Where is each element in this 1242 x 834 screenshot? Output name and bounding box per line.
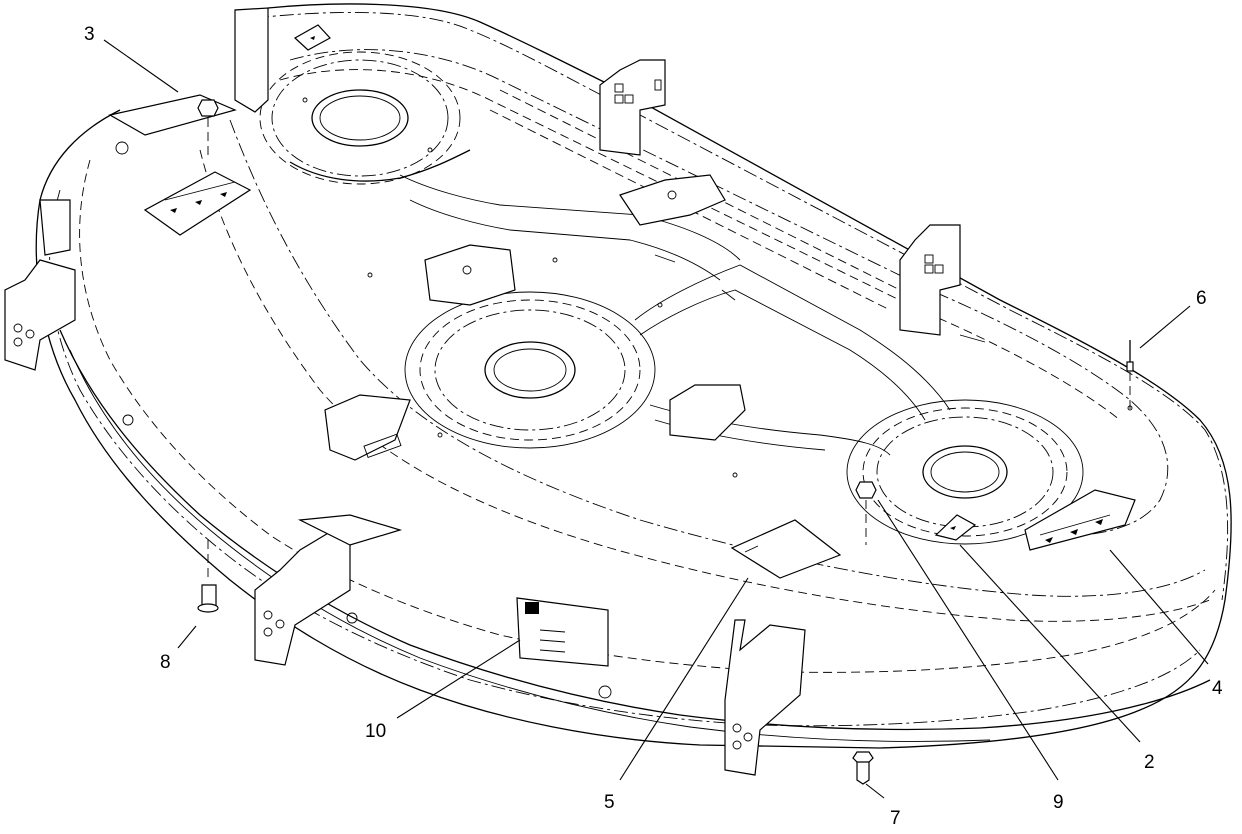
front-right-hanger xyxy=(724,619,806,776)
nut-rear xyxy=(197,99,219,117)
callout-5: 5 xyxy=(604,792,615,813)
leader-9 xyxy=(877,499,1059,781)
leader-3 xyxy=(103,39,179,93)
decal-2-small xyxy=(934,514,977,541)
right-idler-bracket xyxy=(669,384,746,441)
belt-channel xyxy=(399,89,951,456)
pin-6 xyxy=(1126,340,1134,372)
left-baffle-bracket xyxy=(324,394,411,461)
leader-2 xyxy=(959,544,1141,743)
leader-6 xyxy=(1139,305,1191,349)
leader-4 xyxy=(1109,549,1209,665)
decal-10-height xyxy=(516,597,609,667)
rear-far-right-mount-bracket xyxy=(899,224,961,336)
decal-warning-rear xyxy=(143,171,252,236)
leader-7 xyxy=(865,783,885,799)
left-spindle-opening xyxy=(259,51,471,185)
decal-small-rear xyxy=(293,24,331,51)
rear-right-mount-bracket xyxy=(599,59,666,156)
decal-5-blank xyxy=(730,519,842,579)
leader-lines xyxy=(103,39,1209,799)
leader-5 xyxy=(619,577,749,781)
left-front-hanger xyxy=(4,199,76,371)
decal-4-warning xyxy=(1024,489,1136,551)
center-idler-bracket xyxy=(424,244,516,306)
callout-6: 6 xyxy=(1196,288,1207,309)
leader-8 xyxy=(177,625,197,649)
callout-7: 7 xyxy=(890,808,901,829)
left-rear-hanger xyxy=(108,7,269,155)
deck-shell xyxy=(35,3,1232,749)
callout-3: 3 xyxy=(84,24,95,45)
bolt-7 xyxy=(852,751,874,785)
leader-10 xyxy=(396,639,521,719)
hardware-leader-dashes xyxy=(207,118,1131,580)
deck-surface-details xyxy=(122,97,1133,699)
front-left-hanger xyxy=(254,514,403,666)
callout-8: 8 xyxy=(160,652,171,673)
callout-10: 10 xyxy=(365,721,386,742)
top-idler-bracket xyxy=(619,174,726,226)
center-spindle-opening xyxy=(404,291,656,449)
callout-numbers: 3 6 8 10 5 7 9 2 4 xyxy=(84,24,1223,829)
bolt-8 xyxy=(197,584,219,613)
callout-9: 9 xyxy=(1053,792,1064,813)
callout-2: 2 xyxy=(1144,752,1155,773)
callout-4: 4 xyxy=(1212,678,1223,699)
nut-9 xyxy=(855,481,877,499)
